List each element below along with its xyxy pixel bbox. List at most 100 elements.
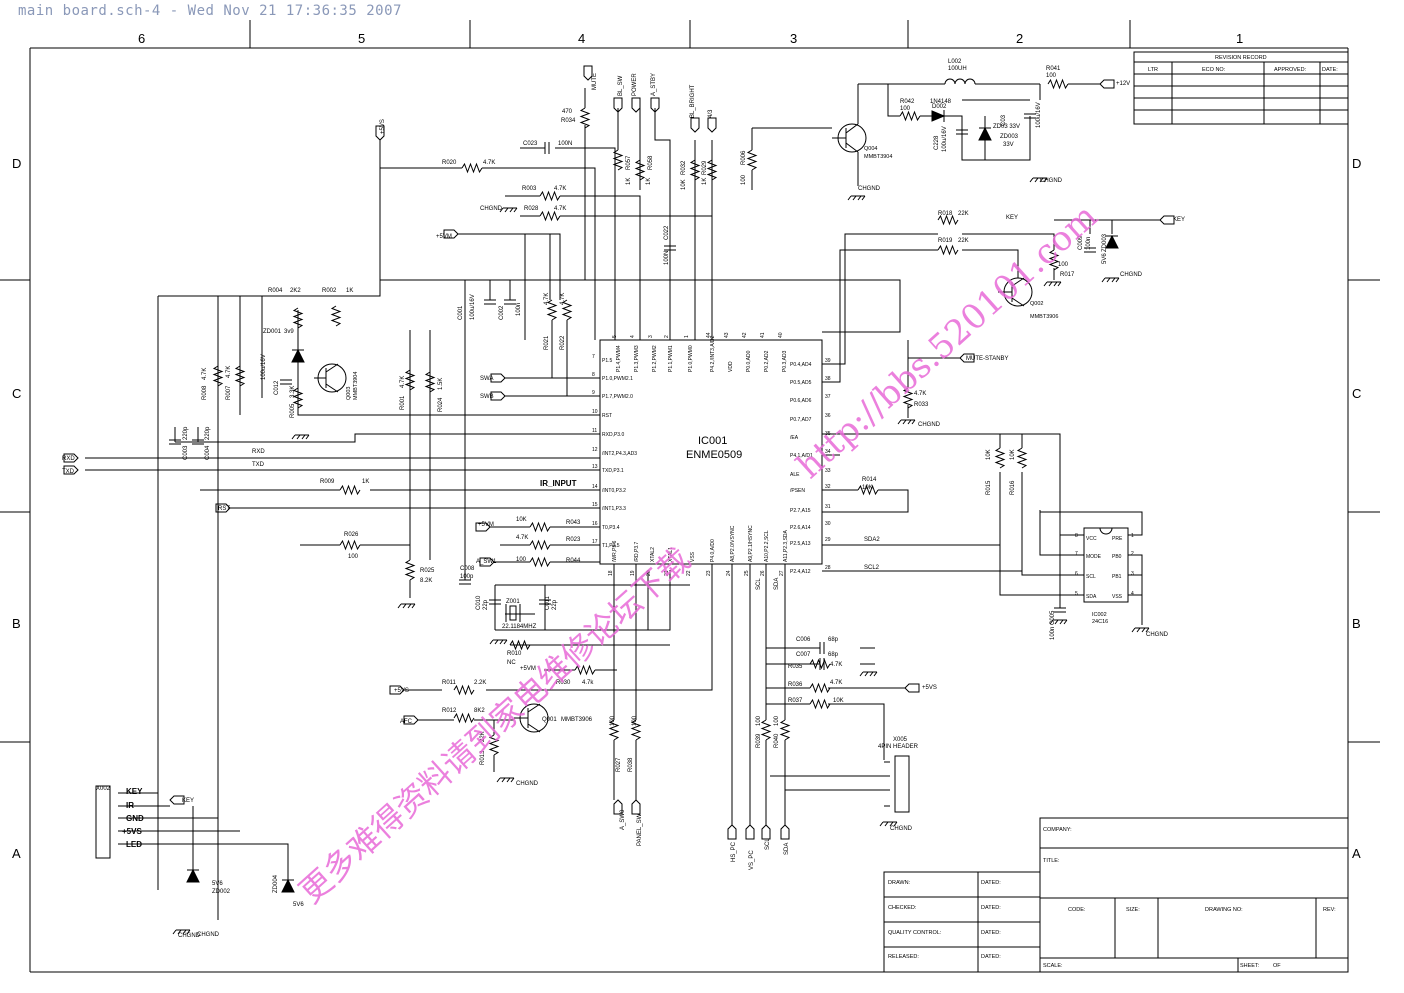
ic001-pin-num: 27	[779, 570, 785, 576]
label-c023: C023	[523, 141, 538, 147]
resistor-r026	[339, 539, 361, 551]
resistor-r011	[453, 684, 475, 696]
ic001-pin-num: 21	[664, 570, 670, 576]
net-flag-rst	[215, 503, 231, 513]
ic001-pin-num: 23	[706, 570, 712, 576]
ic001-pin-name: P1.3,PWM3	[634, 345, 640, 372]
label-r026: R026	[344, 532, 359, 538]
ic002-ref: IC002	[1092, 612, 1107, 618]
ic001-pin-num: 20	[646, 570, 652, 576]
ground-icon	[897, 419, 916, 425]
label-c009: C009	[1078, 235, 1084, 250]
net-flag-a_stby	[650, 97, 660, 113]
tb-sheet: SHEET:	[1240, 963, 1260, 969]
net-flag-bl_sw	[613, 97, 623, 113]
ground-icon	[489, 639, 508, 645]
capacitor-c008	[459, 579, 471, 585]
resistor-r013	[488, 734, 500, 756]
ic001-pin-num: 33	[825, 468, 831, 474]
col-label-6: 6	[138, 31, 145, 46]
net-flag-a_sw0	[613, 799, 623, 815]
ground-icon	[847, 195, 866, 201]
q004-ref: Q004	[864, 146, 877, 152]
net-flag-power	[631, 97, 641, 113]
net-flag-afc	[403, 715, 419, 725]
resistor-r001	[404, 369, 416, 391]
label-rxd: RXD	[252, 449, 265, 455]
rev-eco: ECO NO:	[1202, 67, 1226, 73]
label-r037v: 10K	[833, 698, 844, 704]
resistor-r003	[539, 190, 561, 202]
label-chgnd: CHGND	[1040, 178, 1063, 184]
wiring	[85, 83, 1160, 920]
tb-of: OF	[1273, 963, 1281, 969]
label-r017v: 100	[1058, 262, 1069, 268]
ic001-pin-name: P0.4,AD4	[790, 362, 812, 368]
ic001-pin-name: /RD,P3.7	[634, 541, 640, 562]
label-zd003v: 33V	[1003, 142, 1014, 148]
net-flag-bl_bright	[690, 117, 700, 133]
label-r019: R019	[938, 238, 953, 244]
ic001-pin-num: 11	[592, 428, 597, 434]
label-c010v: 22p	[483, 599, 489, 610]
row-label-d-left: D	[12, 156, 21, 171]
q002-ref: Q002	[1030, 301, 1043, 307]
resistor-r057	[612, 149, 624, 171]
ic002-pin-num: 6	[1075, 571, 1078, 577]
resistor-r007	[234, 365, 246, 387]
label-r058: R058	[648, 155, 654, 170]
ic001-pin-num: 16	[592, 521, 598, 527]
resistor-r041	[1047, 78, 1069, 90]
ic002-pin-name: PB1	[1112, 574, 1122, 580]
label-r023v: 4.7K	[516, 535, 528, 541]
capacitor-c005	[1054, 607, 1066, 613]
col-label-4: 4	[578, 31, 585, 46]
ic002-pin-name: SDA	[1086, 594, 1097, 600]
ic001-pin-name: /INT1,P3.3	[602, 506, 626, 512]
label-c003v: 220p	[183, 426, 189, 440]
ic001-pin-num: 1	[684, 335, 690, 338]
ic001-pin-name: A10,P2.2,SCL	[764, 530, 770, 562]
label-r016: R016	[1010, 480, 1016, 495]
label-r019v: 22K	[958, 238, 969, 244]
ic001-pin-name: XTAL2	[650, 547, 656, 562]
resistor-r008	[212, 365, 224, 387]
label-r011v: 2.2K	[474, 680, 486, 686]
label-afc: AFC	[400, 719, 413, 725]
label-r012: R012	[442, 708, 457, 714]
zener-zd004	[281, 878, 295, 893]
resistor-group	[212, 78, 1069, 756]
resistor-r039	[760, 719, 772, 741]
ic001-pin-name: P4.0,A/D0	[710, 539, 716, 562]
ic001-pin-num: 34	[825, 449, 831, 455]
label-r018v: 22K	[958, 211, 969, 217]
label-zd004: ZD004	[273, 874, 279, 893]
zener-zd001	[291, 348, 305, 363]
label-r039: R039	[756, 733, 762, 748]
label-zd002v: 5V6	[212, 881, 223, 887]
ic001-pin-name: P0.7,AD7	[790, 417, 812, 423]
label-c228: C228	[934, 135, 940, 150]
ic001-pin-name: P2.4,A12	[790, 569, 811, 575]
row-label-a-right: A	[1352, 846, 1361, 861]
grid-labels: 6 5 4 3 2 1 D C B A D C B A	[12, 31, 1361, 861]
label-c004v: 220p	[205, 426, 211, 440]
ic002-pin-num: 8	[1075, 533, 1078, 539]
resistor-r016	[1016, 447, 1028, 469]
label-power: POWER	[632, 73, 638, 96]
ic002-pin-num: 5	[1075, 591, 1078, 597]
ground-icon	[496, 777, 515, 783]
capacitor-c03	[1024, 113, 1036, 119]
label-r012v: 8K2	[474, 708, 485, 714]
label-r002: R002	[322, 288, 337, 294]
label-r041v: 100	[1046, 73, 1057, 79]
ic001-part: ENME0509	[686, 449, 742, 461]
label-chgnd: CHGND	[197, 932, 220, 938]
col-label-1: 1	[1236, 31, 1243, 46]
label-zd003bv: 5V6	[1102, 253, 1108, 264]
ic001-pin-num: 10	[592, 409, 598, 415]
label-c004: C004	[205, 445, 211, 460]
ic001-pin-num: 15	[592, 502, 598, 508]
